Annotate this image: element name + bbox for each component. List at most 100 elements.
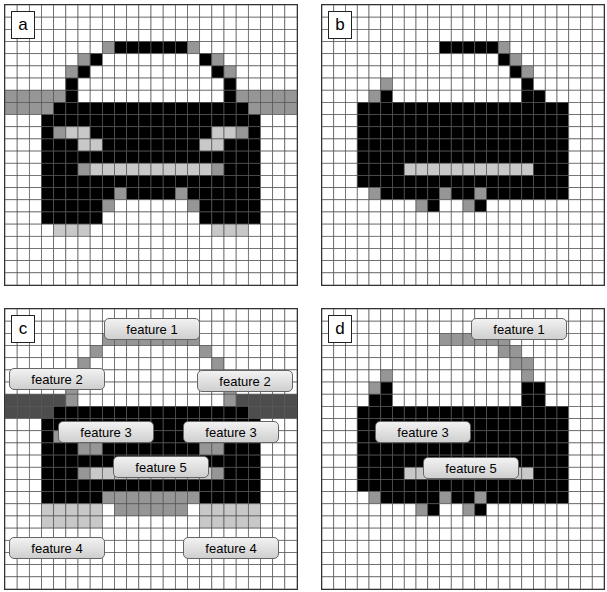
grid-pixel [557, 90, 569, 102]
grid-pixel [545, 443, 557, 455]
grid-pixel [248, 467, 260, 479]
grid-pixel [440, 163, 452, 175]
grid-pixel [212, 236, 224, 248]
grid-pixel [357, 431, 369, 443]
grid-pixel [139, 78, 151, 90]
grid-pixel [404, 394, 416, 406]
grid-pixel [569, 127, 581, 139]
grid-pixel [451, 115, 463, 127]
grid-pixel [42, 455, 54, 467]
grid-pixel [487, 419, 499, 431]
grid-pixel [357, 261, 369, 273]
grid-pixel [592, 419, 604, 431]
grid-pixel [236, 479, 248, 491]
grid-pixel [115, 139, 127, 151]
grid-pixel [17, 492, 29, 504]
grid-pixel [285, 504, 297, 516]
grid-pixel [463, 5, 475, 17]
grid-pixel [139, 370, 151, 382]
grid-pixel [151, 540, 163, 552]
grid-pixel [475, 248, 487, 260]
grid-pixel [369, 273, 381, 285]
grid-pixel [393, 346, 405, 358]
grid-pixel [90, 66, 102, 78]
grid-pixel [534, 115, 546, 127]
grid-pixel [381, 333, 393, 345]
grid-pixel [357, 236, 369, 248]
grid-pixel [115, 151, 127, 163]
grid-pixel [522, 139, 534, 151]
grid-pixel [102, 577, 114, 589]
grid-pixel [42, 419, 54, 431]
grid-pixel [334, 42, 346, 54]
grid-pixel [212, 273, 224, 285]
grid-pixel [534, 5, 546, 17]
grid-pixel [163, 175, 175, 187]
grid-pixel [592, 443, 604, 455]
grid-pixel [581, 17, 593, 29]
grid-pixel [285, 5, 297, 17]
grid-pixel [188, 577, 200, 589]
feature-label: feature 5 [113, 456, 209, 478]
grid-pixel [90, 455, 102, 467]
grid-pixel [102, 78, 114, 90]
grid-pixel [66, 273, 78, 285]
grid-pixel [17, 394, 29, 406]
grid-pixel [545, 17, 557, 29]
grid-pixel [188, 29, 200, 41]
grid-pixel [212, 333, 224, 345]
grid-pixel [42, 577, 54, 589]
grid-pixel [357, 333, 369, 345]
grid-pixel [151, 163, 163, 175]
grid-pixel [451, 17, 463, 29]
grid-pixel [440, 175, 452, 187]
grid-pixel [404, 261, 416, 273]
grid-pixel [369, 163, 381, 175]
grid-pixel [557, 163, 569, 175]
grid-pixel [139, 394, 151, 406]
grid-pixel [416, 382, 428, 394]
grid-pixel [451, 151, 463, 163]
grid-pixel [102, 163, 114, 175]
grid-pixel [475, 224, 487, 236]
grid-pixel [534, 42, 546, 54]
grid-pixel [404, 321, 416, 333]
grid-pixel [381, 261, 393, 273]
grid-pixel [273, 577, 285, 589]
grid-pixel [236, 565, 248, 577]
grid-pixel [592, 358, 604, 370]
grid-pixel [285, 163, 297, 175]
grid-pixel [334, 382, 346, 394]
grid-pixel [261, 29, 273, 41]
grid-pixel [90, 212, 102, 224]
grid-pixel [5, 163, 17, 175]
grid-pixel [463, 151, 475, 163]
grid-panel: dfeature 1feature 3feature 5 [321, 308, 605, 590]
grid-pixel [545, 200, 557, 212]
grid-pixel [534, 127, 546, 139]
grid-pixel [42, 127, 54, 139]
grid-pixel [557, 115, 569, 127]
grid-pixel [557, 139, 569, 151]
grid-pixel [273, 102, 285, 114]
grid-pixel [102, 139, 114, 151]
grid-pixel [381, 42, 393, 54]
grid-pixel [285, 236, 297, 248]
grid-pixel [102, 516, 114, 528]
feature-text: feature 1 [126, 322, 177, 337]
grid-pixel [29, 516, 41, 528]
grid-pixel [236, 29, 248, 41]
grid-pixel [404, 127, 416, 139]
grid-pixel [592, 200, 604, 212]
grid-pixel [151, 102, 163, 114]
grid-pixel [451, 212, 463, 224]
grid-pixel [224, 78, 236, 90]
grid-pixel [102, 175, 114, 187]
grid-pixel [428, 127, 440, 139]
grid-pixel [29, 492, 41, 504]
grid-pixel [151, 66, 163, 78]
grid-pixel [463, 54, 475, 66]
grid-pixel [569, 321, 581, 333]
grid-pixel [29, 273, 41, 285]
grid-pixel [428, 346, 440, 358]
